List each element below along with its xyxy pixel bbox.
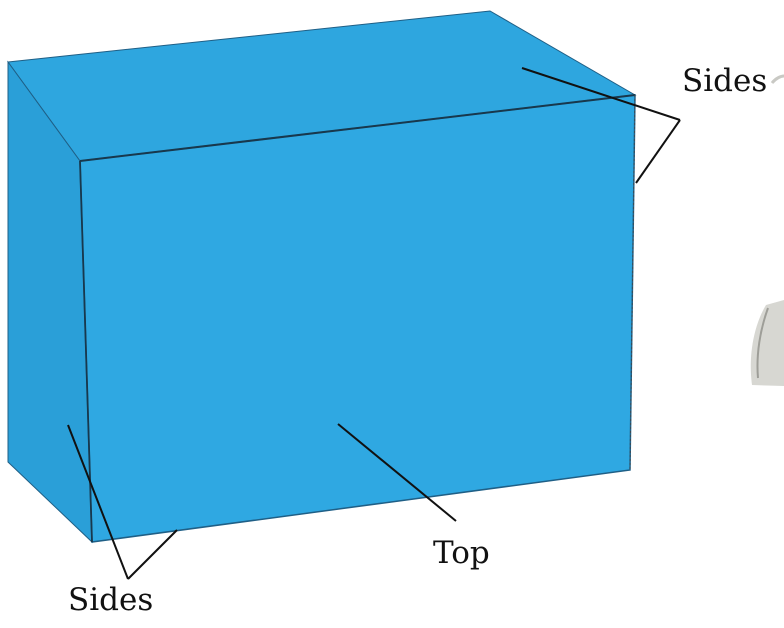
cuboid-front-left-edge [79,160,93,543]
leader-line-sides-right-lower [635,119,681,184]
cuboid [7,10,637,544]
cuboid-front-top-edge [79,94,636,162]
leader-lines [67,67,681,580]
cuboid-front-right-edge [629,94,636,471]
leader-line-sides-right-upper [521,67,681,121]
leader-line-top [337,423,457,522]
leader-line-sides-left-lower [127,529,178,580]
sides-label-right: Sides [682,63,768,99]
sides-label-left: Sides [68,582,154,618]
partial-cylinder-image [750,74,784,386]
top-label: Top [433,535,490,571]
cuboid-front-face [79,94,636,543]
leader-line-sides-left-upper [67,424,129,580]
